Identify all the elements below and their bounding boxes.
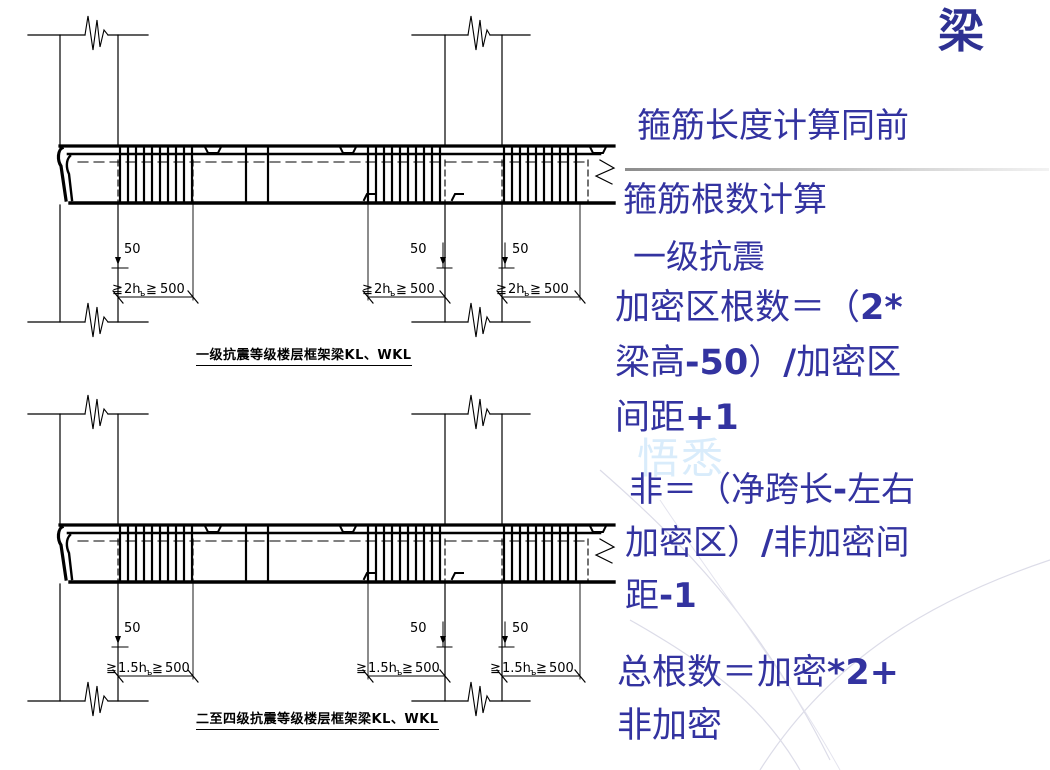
eq1-part-e: ）	[748, 343, 784, 383]
svg-text:≧: ≧	[402, 661, 413, 676]
svg-text:500: 500	[415, 661, 440, 676]
page-title: 梁	[938, 4, 985, 58]
eq1-part-h: 间距	[615, 398, 686, 438]
svg-text:≧: ≧	[106, 661, 117, 676]
svg-text:≧: ≧	[362, 282, 373, 297]
dim-offset-label: 50	[124, 242, 141, 257]
svg-text:≧: ≧	[356, 661, 367, 676]
svg-text:1.5h: 1.5h	[118, 661, 147, 676]
equation-nondense-line1: 非＝（净跨长-左右	[629, 472, 915, 508]
equation-dense-zone-line2: 梁高-50）/加密区	[615, 343, 902, 383]
divider-rule	[625, 168, 1049, 171]
svg-text:ъ: ъ	[139, 289, 145, 299]
svg-text:≧: ≧	[396, 282, 407, 297]
svg-text:50: 50	[410, 621, 427, 636]
svg-text:≧: ≧	[146, 282, 157, 297]
svg-text:2h: 2h	[124, 282, 141, 297]
eq1-part-a: 加密区根数＝（	[615, 288, 861, 328]
equation-nondense-line3: 距-1	[625, 578, 697, 614]
svg-text:ъ: ъ	[396, 668, 402, 678]
eq2-part-e: /	[761, 523, 774, 563]
svg-text:1.5h: 1.5h	[368, 661, 397, 676]
equation-total-line2: 非加密	[617, 706, 723, 746]
svg-text:≧: ≧	[490, 661, 501, 676]
eq2-part-d: 加密区）	[625, 523, 761, 563]
equation-nondense-line2: 加密区）/非加密间	[625, 525, 909, 561]
eq1-part-b: 2*	[860, 288, 903, 328]
svg-text:≧: ≧	[152, 661, 163, 676]
text-stirrup-length-note: 箍筋长度计算同前	[637, 106, 909, 146]
svg-text:50: 50	[512, 621, 529, 636]
eq1-part-i: +1	[685, 398, 739, 438]
eq2-part-f: 非加密间	[773, 523, 910, 563]
svg-text:ъ: ъ	[389, 289, 395, 299]
eq1-part-c: 梁高	[615, 343, 686, 383]
svg-text:500: 500	[410, 282, 435, 297]
text-seismic-grade-1: 一级抗震	[633, 237, 765, 276]
eq2-part-c: 左右	[847, 470, 916, 510]
eq3-part-c: 非加密	[617, 706, 723, 746]
svg-text:≧: ≧	[112, 282, 123, 297]
svg-text:500: 500	[165, 661, 190, 676]
beam-drawing-bottom: 50 50 50 ≧ 1.5h ъ ≧ 500 ≧ 1.5h ъ ≧ 500 ≧…	[27, 394, 616, 717]
svg-text:50: 50	[124, 621, 141, 636]
eq2-part-b: -	[833, 470, 848, 510]
eq2-part-h: -1	[659, 576, 697, 616]
svg-text:≧: ≧	[496, 282, 507, 297]
svg-text:2h: 2h	[508, 282, 525, 297]
eq1-part-g: 加密区	[796, 343, 902, 383]
drawing-caption-top: 一级抗震等级楼层框架梁KL、WKL	[196, 344, 412, 366]
svg-text:500: 500	[549, 661, 574, 676]
svg-text:500: 500	[544, 282, 569, 297]
drawing-caption-bottom: 二至四级抗震等级楼层框架梁KL、WKL	[196, 708, 439, 730]
eq3-part-b: *2+	[827, 653, 899, 693]
eq2-part-g: 距	[625, 576, 659, 616]
svg-text:≧: ≧	[536, 661, 547, 676]
eq3-part-a: 总根数＝加密	[617, 653, 828, 693]
equation-dense-zone-line3: 间距+1	[615, 398, 739, 438]
equation-dense-zone-line1: 加密区根数＝（2*	[615, 288, 903, 328]
svg-text:50: 50	[410, 242, 427, 257]
svg-text:2h: 2h	[374, 282, 391, 297]
eq1-part-f: /	[783, 343, 797, 383]
equation-total-line1: 总根数＝加密*2+	[617, 653, 899, 693]
svg-text:ъ: ъ	[523, 289, 529, 299]
eq2-part-a: 非＝（净跨长	[629, 470, 833, 510]
text-column: 梁 箍筋长度计算同前 箍筋根数计算 一级抗震 加密区根数＝（2* 梁高-50）/…	[615, 0, 1050, 770]
watermark-text: 悟悉	[637, 434, 726, 483]
svg-text:1.5h: 1.5h	[502, 661, 531, 676]
text-stirrup-count-heading: 箍筋根数计算	[623, 180, 827, 220]
svg-text:≧: ≧	[530, 282, 541, 297]
beam-drawing-top: 50 50 50 ≧ 2h ъ ≧ 500 ≧ 2h ъ ≧ 500 ≧ 2h …	[27, 15, 616, 338]
svg-text:500: 500	[160, 282, 185, 297]
eq1-part-d: -50	[685, 343, 749, 383]
svg-text:ъ: ъ	[530, 668, 536, 678]
svg-text:50: 50	[512, 242, 529, 257]
svg-text:ъ: ъ	[146, 668, 152, 678]
